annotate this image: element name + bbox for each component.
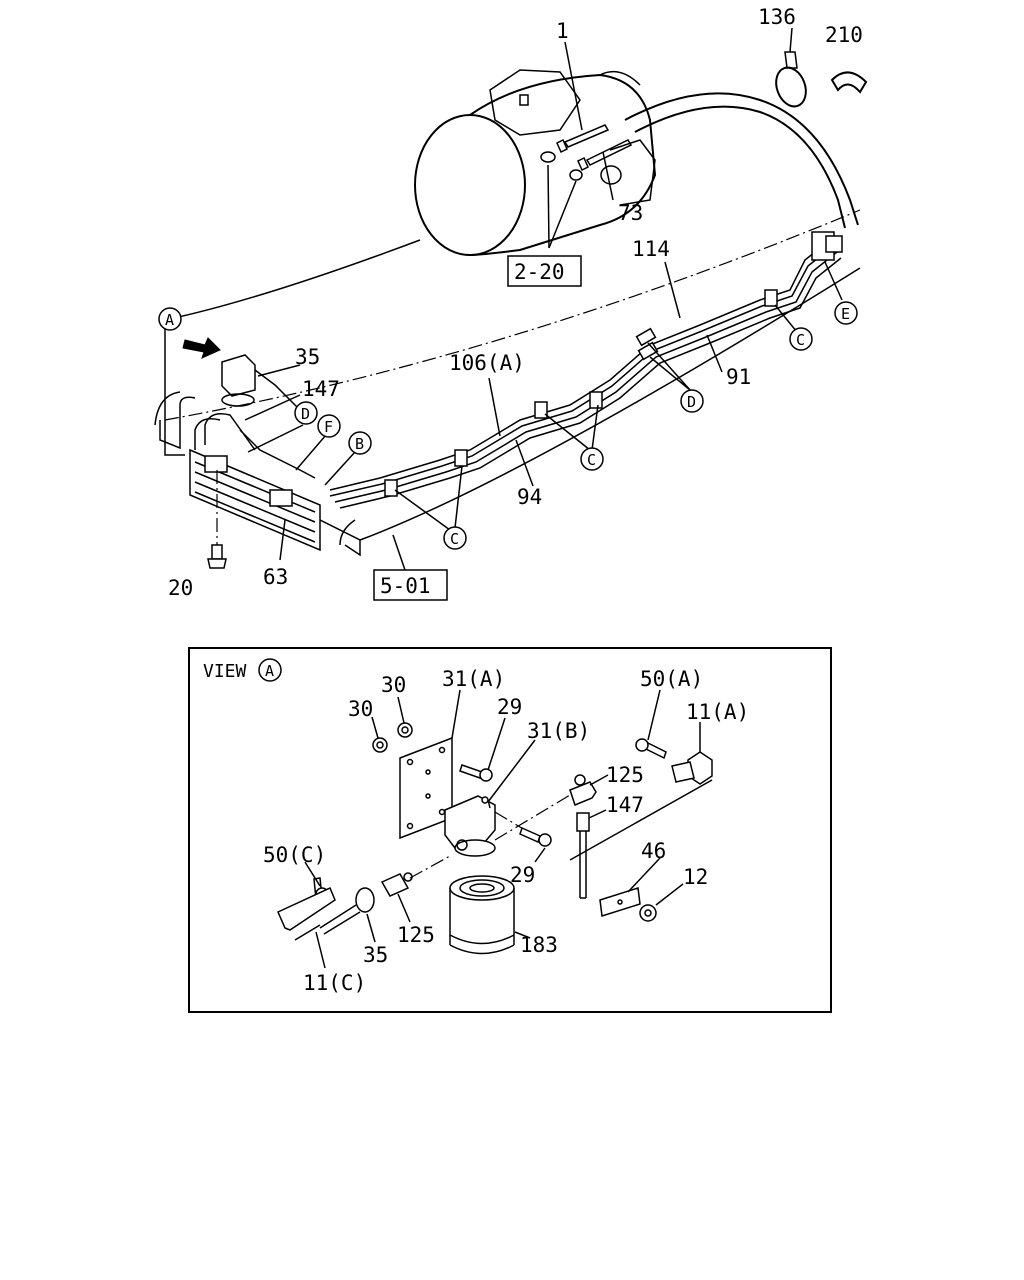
svg-text:B: B: [355, 435, 364, 453]
bracket-line: [569, 779, 713, 861]
callout-1: 1: [556, 19, 569, 43]
circle-letter-d-left: D: [294, 401, 318, 425]
view-a-panel: VIEW A: [188, 647, 832, 1013]
line-bundle: [329, 231, 843, 509]
circle-letter-e: E: [834, 301, 858, 325]
callout-183: 183: [520, 933, 558, 957]
hose-147: [576, 812, 590, 899]
dash-link-left: [409, 855, 451, 879]
bolt-29-bottom: [494, 811, 552, 847]
ref-5-01[interactable]: 5-01: [380, 574, 431, 598]
callout-12: 12: [683, 865, 708, 889]
svg-text:C: C: [450, 530, 459, 548]
banjo-35: [319, 887, 375, 935]
callout-29-bottom: 29: [510, 863, 535, 887]
upper-assembly: 1 136 210 73 114 35 147 106(A) 91 94 20 …: [154, 5, 868, 601]
view-a-leaders: [304, 689, 701, 969]
nut-12: [639, 904, 657, 922]
callout-136: 136: [758, 5, 796, 29]
callout-125-left: 125: [397, 923, 435, 947]
circle-letter-c-mid: C: [580, 447, 604, 471]
svg-text:F: F: [324, 418, 333, 436]
callout-73: 73: [618, 201, 643, 225]
svg-text:D: D: [687, 393, 696, 411]
callout-30-left: 30: [348, 697, 373, 721]
view-a-title: VIEW: [203, 661, 247, 682]
ref-2-20-box[interactable]: [507, 255, 582, 287]
callout-50a: 50(A): [640, 667, 703, 691]
clip-210: [830, 71, 868, 94]
svg-text:D: D: [301, 405, 310, 423]
clamp-136: [775, 51, 807, 108]
svg-text:E: E: [841, 305, 850, 323]
callout-35-view: 35: [363, 943, 388, 967]
bolt-29-top: [459, 764, 493, 782]
ref-2-20[interactable]: 2-20: [514, 260, 565, 284]
callout-210: 210: [825, 23, 863, 47]
bolt-20: [207, 470, 227, 569]
view-a-title-letter: A: [258, 658, 282, 682]
callout-11c: 11(C): [303, 971, 366, 995]
fittings-1-73: [556, 124, 633, 172]
callout-94: 94: [517, 485, 542, 509]
callout-91: 91: [726, 365, 751, 389]
filter-183: [449, 875, 515, 955]
ref-5-01-box[interactable]: [373, 569, 448, 601]
svg-text:A: A: [165, 311, 174, 329]
bracket-31a: [399, 736, 453, 840]
callout-147-view: 147: [606, 793, 644, 817]
svg-text:C: C: [796, 331, 805, 349]
return-hose: [624, 92, 859, 229]
callout-20: 20: [168, 576, 193, 600]
circle-letter-c-bottom: C: [443, 526, 467, 550]
callout-11a: 11(A): [686, 700, 749, 724]
nut-30-a: [372, 737, 388, 753]
elbow-125-right: [494, 774, 597, 841]
clip-11a: [671, 751, 713, 785]
circle-letter-a: A: [158, 307, 182, 331]
oil-cooler-63: [154, 391, 321, 552]
callout-114: 114: [632, 237, 670, 261]
circle-letter-b: B: [348, 431, 372, 455]
svg-text:C: C: [587, 451, 596, 469]
callout-35: 35: [295, 345, 320, 369]
callout-147: 147: [302, 377, 340, 401]
callout-125-right: 125: [606, 763, 644, 787]
callout-30-top: 30: [381, 673, 406, 697]
callout-31a: 31(A): [442, 667, 505, 691]
bolt-50a: [635, 738, 667, 760]
filter-head-top: [221, 354, 316, 479]
leader-lines: [244, 27, 843, 571]
callout-106a: 106(A): [449, 351, 525, 375]
circle-letter-c-right: C: [789, 327, 813, 351]
svg-text:A: A: [265, 662, 274, 680]
view-a-frame: [188, 647, 832, 1013]
nut-30-b: [397, 722, 413, 738]
callout-31b: 31(B): [527, 719, 590, 743]
clip-11c: [277, 886, 336, 941]
view-a-arrow: [182, 337, 221, 359]
circle-letter-f: F: [317, 414, 341, 438]
circle-letter-d-right: D: [680, 389, 704, 413]
fitting-125-left: [380, 872, 413, 897]
pump-illustration: [414, 69, 657, 256]
callout-63: 63: [263, 565, 288, 589]
callout-29-top: 29: [497, 695, 522, 719]
plate-46: [599, 887, 641, 917]
callout-50c: 50(C): [263, 843, 326, 867]
callout-46: 46: [641, 839, 666, 863]
